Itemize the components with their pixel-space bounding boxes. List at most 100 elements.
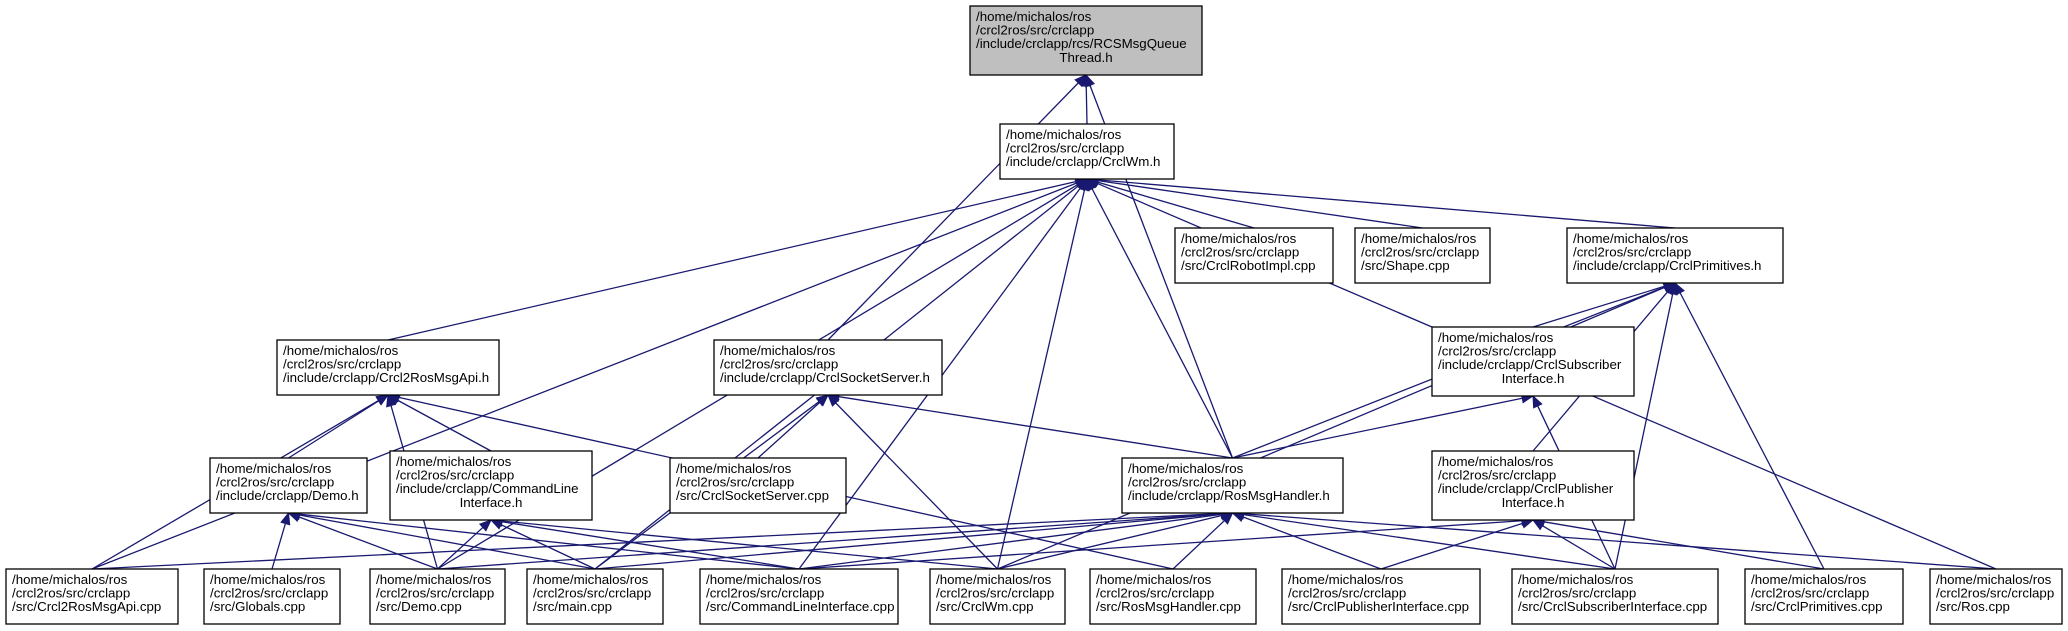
node-crcl2ros-src-crclapp-include-crclapp-crclwm-h[interactable]: /home/michalos/ros/crcl2ros/src/crclapp/… [999, 123, 1175, 180]
node-box [929, 568, 1066, 625]
node-label-line: /crcl2ros/src/crclapp [720, 357, 838, 372]
node-label-line: /home/michalos/ros [396, 454, 512, 469]
node-label-line: /src/Ros.cpp [1936, 599, 2010, 614]
edge-n22-to-n4 [1679, 292, 1825, 570]
node-label-line: /src/RosMsgHandler.cpp [1096, 599, 1241, 614]
node-label-line: /crcl2ros/src/crclapp [396, 468, 514, 483]
edge-n18-to-n1 [996, 189, 1086, 570]
edge-n11-to-n7 [1232, 397, 1523, 459]
node-label-line: /home/michalos/ros [210, 572, 326, 587]
node-label-line: /home/michalos/ros [936, 572, 1052, 587]
edge-n15-to-n11 [437, 513, 1222, 570]
node-crcl2ros-src-crclapp-src-ros-cpp[interactable]: /home/michalos/ros/crcl2ros/src/crclapp/… [1929, 568, 2063, 625]
node-box [969, 5, 1203, 76]
node-label-line: /home/michalos/ros [976, 9, 1092, 24]
node-label-line: /crcl2ros/src/crclapp [210, 586, 328, 601]
node-crcl2ros-src-crclapp-src-crclpublisherinterface-cpp[interactable]: /home/michalos/ros/crcl2ros/src/crclapp/… [1281, 568, 1481, 625]
node-label-line: /crcl2ros/src/crclapp [1438, 344, 1556, 359]
node-label-line: /crcl2ros/src/crclapp [1573, 245, 1691, 260]
node-label-line: /crcl2ros/src/crclapp [1096, 586, 1214, 601]
node-crcl2ros-src-crclapp-include-crclapp-crclprimitives-h[interactable]: /home/michalos/ros/crcl2ros/src/crclapp/… [1566, 227, 1784, 284]
node-label-line: /crcl2ros/src/crclapp [1361, 245, 1479, 260]
node-label-line: /src/CrclRobotImpl.cpp [1181, 258, 1315, 273]
node-box [669, 457, 847, 514]
node-label-line: /crcl2ros/src/crclapp [1936, 586, 2054, 601]
node-include-crclapp-crclpublisher-interface-h[interactable]: /home/michalos/ros/crcl2ros/src/crclapp/… [1431, 450, 1635, 521]
edge-n20-to-n12 [1380, 522, 1523, 570]
edge-n8-to-n5 [288, 400, 380, 459]
edge-n16-to-n11 [594, 513, 1222, 570]
node-crcl2ros-src-crclapp-src-crclprimitives-cpp[interactable]: /home/michalos/ros/crcl2ros/src/crclapp/… [1744, 568, 1904, 625]
node-include-crclapp-crclsubscriber-interface-h[interactable]: /home/michalos/ros/crcl2ros/src/crclapp/… [1431, 326, 1635, 397]
node-label-line: /src/CommandLineInterface.cpp [706, 599, 894, 614]
node-label-line: /crcl2ros/src/crclapp [1518, 586, 1636, 601]
edge-n21-to-n11 [1243, 513, 1616, 570]
node-include-crclapp-commandline-interface-h[interactable]: /home/michalos/ros/crcl2ros/src/crclapp/… [389, 450, 593, 521]
node-crcl2ros-src-crclapp-include-crclapp-rosmsghandler-h[interactable]: /home/michalos/ros/crcl2ros/src/crclapp/… [1121, 457, 1344, 514]
node-label-line: /crcl2ros/src/crclapp [936, 586, 1054, 601]
node-crcl2ros-src-crclapp-src-crcl2rosmsgapi-cpp[interactable]: /home/michalos/ros/crcl2ros/src/crclapp/… [5, 568, 179, 625]
node-crcl2ros-src-crclapp-src-crclsubscriberinterface-cpp[interactable]: /home/michalos/ros/crcl2ros/src/crclapp/… [1511, 568, 1719, 625]
arrowhead [478, 519, 492, 532]
edge-n11-to-n1 [1091, 188, 1234, 459]
arrowhead [386, 393, 397, 408]
node-label-line: /src/CrclSocketServer.cpp [676, 488, 829, 503]
node-box [526, 568, 664, 625]
node-label-line: /home/michalos/ros [12, 572, 128, 587]
node-label-line: /src/Shape.cpp [1361, 258, 1450, 273]
node-label-line: /home/michalos/ros [1438, 330, 1554, 345]
node-label-line: /include/crclapp/RosMsgHandler.h [1128, 488, 1330, 503]
node-box [1929, 568, 2063, 625]
edge-n21-to-n4 [1614, 293, 1674, 570]
node-label-line: /crcl2ros/src/crclapp [376, 586, 494, 601]
node-label-line: /crcl2ros/src/crclapp [1438, 468, 1556, 483]
node-include-crclapp-rcs-rcsmsgqueue-thread-h[interactable]: /home/michalos/ros/crcl2ros/src/crclapp/… [969, 5, 1203, 76]
edge-n10-to-n6 [757, 401, 821, 459]
node-label-line: /include/crclapp/CrclWm.h [1006, 154, 1160, 169]
node-crcl2ros-src-crclapp-src-crclsocketserver-cpp[interactable]: /home/michalos/ros/crcl2ros/src/crclapp/… [669, 457, 847, 514]
node-box [276, 339, 500, 396]
node-crcl2ros-src-crclapp-src-commandlineinterface-cpp[interactable]: /home/michalos/ros/crcl2ros/src/crclapp/… [699, 568, 899, 625]
node-label-line: /crcl2ros/src/crclapp [1128, 475, 1246, 490]
edge-n3-to-n1 [1097, 179, 1423, 229]
arrowhead [280, 511, 291, 526]
node-crcl2ros-src-crclapp-src-rosmsghandler-cpp[interactable]: /home/michalos/ros/crcl2ros/src/crclapp/… [1089, 568, 1257, 625]
node-box [1174, 227, 1334, 284]
edge-n23-to-n11 [1243, 513, 1997, 570]
node-crcl2ros-src-crclapp-src-globals-cpp[interactable]: /home/michalos/ros/crcl2ros/src/crclapp/… [203, 568, 341, 625]
node-label-line: /home/michalos/ros [1438, 454, 1554, 469]
node-crcl2ros-src-crclapp-src-shape-cpp[interactable]: /home/michalos/ros/crcl2ros/src/crclapp/… [1354, 227, 1491, 284]
node-crcl2ros-src-crclapp-include-crclapp-crclsocketserver-h[interactable]: /home/michalos/ros/crcl2ros/src/crclapp/… [713, 339, 943, 396]
edge-n16-to-n8 [299, 514, 596, 570]
node-label-line: /src/CrclPublisherInterface.cpp [1288, 599, 1469, 614]
node-crcl2ros-src-crclapp-src-main-cpp[interactable]: /home/michalos/ros/crcl2ros/src/crclapp/… [526, 568, 664, 625]
edge-n21-to-n12 [1542, 525, 1616, 570]
arrowhead [1085, 73, 1096, 88]
node-label-line: Interface.h [460, 495, 523, 510]
arrowhead [1532, 394, 1543, 409]
node-label-line: Thread.h [1059, 50, 1112, 65]
edge-n18-to-n6 [835, 402, 998, 570]
node-crcl2ros-src-crclapp-include-crclapp-crcl2rosmsgapi-h[interactable]: /home/michalos/ros/crcl2ros/src/crclapp/… [276, 339, 500, 396]
node-crcl2ros-src-crclapp-include-crclapp-demo-h[interactable]: /home/michalos/ros/crcl2ros/src/crclapp/… [209, 457, 368, 514]
arrowhead [1074, 74, 1087, 87]
node-crcl2ros-src-crclapp-src-demo-cpp[interactable]: /home/michalos/ros/crcl2ros/src/crclapp/… [369, 568, 506, 625]
edge-n22-to-n12 [1543, 521, 1825, 570]
node-box [1354, 227, 1491, 284]
arrowhead [1220, 512, 1234, 525]
node-crcl2ros-src-crclapp-src-crclrobotimpl-cpp[interactable]: /home/michalos/ros/crcl2ros/src/crclapp/… [1174, 227, 1334, 284]
node-label-line: /crcl2ros/src/crclapp [976, 23, 1094, 38]
edge-n15-to-n9 [437, 526, 484, 570]
node-label-line: /src/main.cpp [533, 599, 612, 614]
arrowhead [815, 394, 830, 407]
node-label-line: /home/michalos/ros [1181, 231, 1297, 246]
node-crcl2ros-src-crclapp-src-crclwm-cpp[interactable]: /home/michalos/ros/crcl2ros/src/crclapp/… [929, 568, 1066, 625]
edge-n6-to-n0 [827, 82, 1079, 341]
edge-n17-to-n8 [299, 513, 800, 570]
node-label-line: /home/michalos/ros [720, 343, 836, 358]
node-box [1089, 568, 1257, 625]
node-label-line: /crcl2ros/src/crclapp [706, 586, 824, 601]
node-label-line: /home/michalos/ros [1573, 231, 1689, 246]
node-label-line: /home/michalos/ros [1128, 461, 1244, 476]
